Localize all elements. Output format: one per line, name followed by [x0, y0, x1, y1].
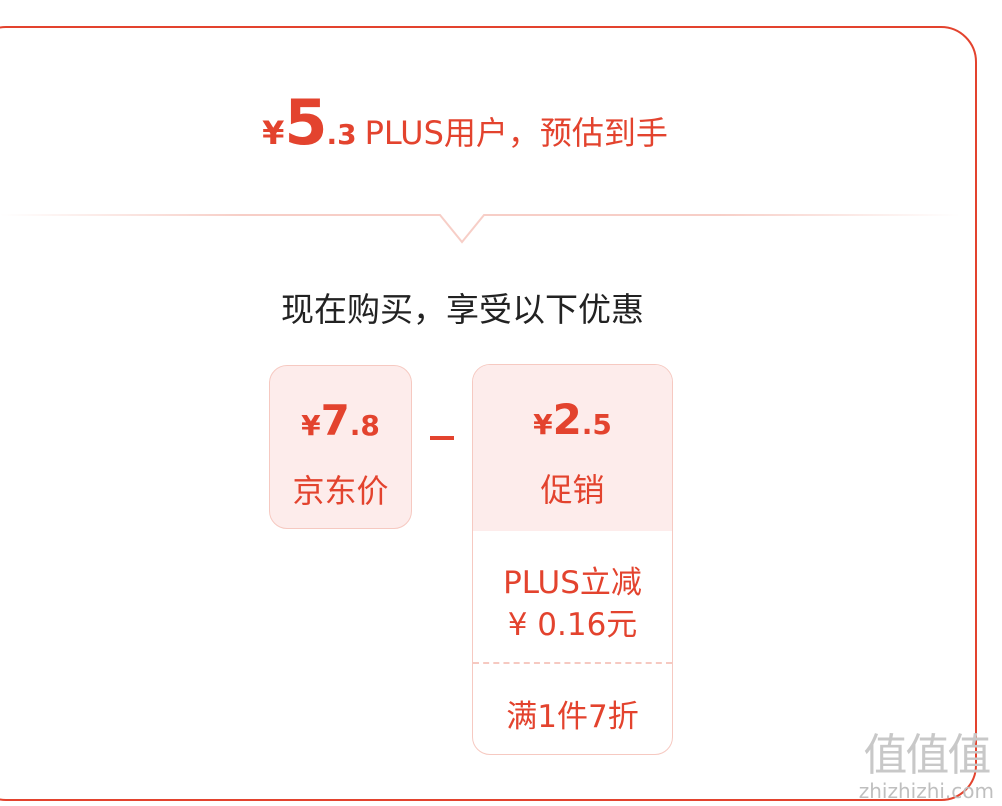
bulk-discount: 满1件7折	[506, 699, 639, 735]
headline-currency: ¥	[262, 114, 285, 152]
divider-with-pointer	[0, 214, 960, 244]
jd-price-integer: 7	[320, 396, 350, 445]
promotion-box: ¥2.5 促销 PLUS立减 ¥ 0.16元 满1件7折	[472, 364, 673, 755]
promotion-price: ¥2.5	[473, 395, 672, 444]
headline-label: PLUS用户，预估到手	[364, 114, 668, 152]
dashed-divider	[473, 662, 672, 664]
promotion-decimal: .5	[581, 408, 612, 441]
offer-card	[0, 26, 977, 801]
jd-price-box: ¥7.8 京东价	[269, 365, 412, 529]
headline-price-decimal: .3	[326, 118, 357, 151]
plus-discount-amount: ¥ 0.16元	[507, 607, 638, 643]
jd-price-currency: ¥	[301, 409, 321, 442]
subtitle: 现在购买，享受以下优惠	[281, 290, 644, 329]
jd-price-label: 京东价	[292, 472, 389, 510]
site-watermark: 值值值 zhizhizhi.com	[858, 730, 994, 803]
jd-price-decimal: .8	[349, 409, 380, 442]
headline-price-integer: 5	[284, 86, 327, 159]
watermark-text: zhizhizhi.com	[858, 779, 994, 803]
minus-icon	[430, 436, 454, 440]
watermark-logo: 值值值	[863, 730, 991, 781]
promotion-integer: 2	[552, 395, 582, 444]
promotion-header	[473, 365, 672, 531]
jd-price: ¥7.8	[270, 396, 411, 445]
promotion-label: 促销	[540, 471, 605, 509]
promotion-currency: ¥	[533, 408, 553, 441]
plus-discount-title: PLUS立减	[503, 565, 642, 601]
